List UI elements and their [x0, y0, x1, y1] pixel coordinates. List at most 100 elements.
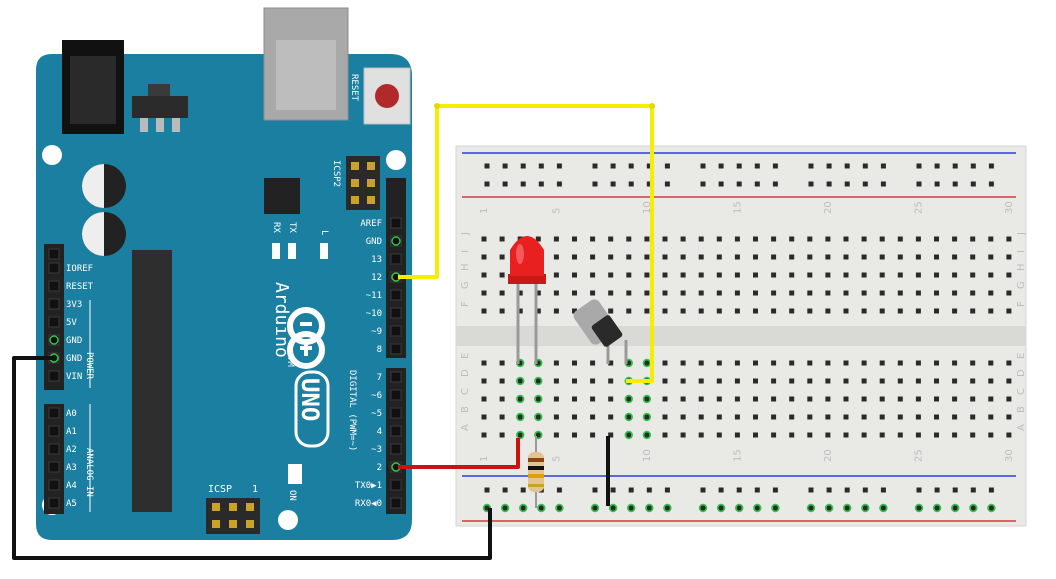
- breadboard-hole: [626, 396, 632, 402]
- rail-hole-active: [555, 503, 564, 513]
- breadboard-hole: [771, 254, 777, 260]
- breadboard-hole: [572, 360, 577, 366]
- rail-hole: [592, 505, 598, 511]
- row-letter: E: [1016, 353, 1027, 359]
- breadboard-hole: [789, 290, 795, 296]
- power-pin-label: IOREF: [66, 264, 93, 274]
- breadboard-hole-active: [534, 394, 543, 404]
- breadboard-hole: [934, 432, 939, 438]
- rail-hole-active: [537, 503, 546, 513]
- breadboard-hole: [590, 254, 596, 260]
- breadboard-hole: [535, 378, 541, 384]
- breadboard-hole: [553, 414, 559, 420]
- rail-hole-active: [608, 503, 618, 513]
- breadboard-hole: [698, 254, 704, 260]
- row-letter: F: [1016, 301, 1027, 307]
- breadboard-hole: [825, 290, 831, 296]
- breadboard-hole: [644, 236, 650, 242]
- breadboard-hole: [662, 360, 668, 366]
- rail-hole: [862, 487, 868, 493]
- column-number: 30: [1004, 201, 1015, 214]
- breadboard-hole: [825, 378, 831, 384]
- digital-pin-label: ~5: [371, 409, 382, 419]
- rail-hole: [880, 163, 886, 169]
- breadboard-hole: [970, 254, 976, 260]
- breadboard-hole: [481, 432, 487, 438]
- breadboard-hole: [572, 396, 577, 402]
- rail-hole: [754, 505, 760, 511]
- breadboard-hole: [934, 308, 939, 314]
- row-letter: G: [1016, 281, 1027, 289]
- rail-hole: [718, 181, 724, 187]
- regulator-pin: [172, 118, 180, 132]
- breadboard-hole: [608, 360, 614, 366]
- breadboard-hole: [789, 432, 795, 438]
- column-number: 25: [913, 449, 924, 462]
- breadboard-hole: [843, 360, 849, 366]
- reset-button-cap[interactable]: [375, 84, 399, 108]
- header-pin: [48, 370, 60, 382]
- breadboard-hole: [1006, 414, 1012, 420]
- digital-pin-label: 4: [377, 427, 382, 437]
- rail-hole: [754, 487, 760, 493]
- breadboard-hole: [535, 290, 541, 296]
- breadboard-hole: [499, 308, 505, 314]
- voltage-regulator: [132, 96, 188, 118]
- breadboard-hole: [915, 378, 921, 384]
- rail-hole: [502, 505, 508, 511]
- breadboard-hole: [825, 432, 831, 438]
- header-pin: [48, 334, 60, 346]
- breadboard-hole: [843, 254, 849, 260]
- breadboard-hole: [481, 378, 487, 384]
- digital-pin-label: 8: [377, 345, 382, 355]
- breadboard-hole: [662, 254, 668, 260]
- rail-hole: [826, 181, 832, 187]
- breadboard-hole: [644, 272, 650, 278]
- breadboard-hole: [1006, 396, 1012, 402]
- breadboard-hole: [590, 378, 596, 384]
- row-letter: G: [460, 281, 471, 289]
- header-pin: [48, 280, 60, 292]
- breadboard-hole: [680, 308, 686, 314]
- breadboard-hole: [716, 290, 722, 296]
- breadboard-hole: [499, 236, 505, 242]
- mounting-hole: [42, 145, 62, 165]
- icsp-pin: [212, 520, 220, 528]
- breadboard-hole: [771, 378, 777, 384]
- uno-badge: [294, 370, 330, 448]
- rail-hole: [628, 163, 634, 169]
- icsp2-pin: [367, 162, 375, 170]
- breadboard-hole: [879, 290, 885, 296]
- l-led: [320, 243, 328, 259]
- breadboard-hole: [771, 236, 777, 242]
- rail-hole: [736, 163, 742, 169]
- breadboard-hole: [608, 272, 614, 278]
- breadboard-hole-active: [515, 430, 525, 440]
- led-red: [508, 236, 546, 364]
- breadboard-hole: [879, 378, 885, 384]
- breadboard-hole-active: [642, 394, 652, 404]
- breadboard-hole: [590, 272, 596, 278]
- icsp-pin: [229, 503, 237, 511]
- breadboard-hole: [608, 254, 614, 260]
- breadboard-hole: [734, 396, 740, 402]
- breadboard-hole: [499, 254, 505, 260]
- breadboard-hole: [807, 308, 813, 314]
- digital-pin-label: 7: [377, 373, 382, 383]
- breadboard-hole: [680, 236, 686, 242]
- breadboard-hole: [970, 236, 976, 242]
- breadboard-hole: [572, 378, 577, 384]
- rail-hole: [934, 181, 940, 187]
- breadboard-hole: [970, 290, 976, 296]
- row-letter: F: [460, 301, 471, 307]
- breadboard-hole: [988, 254, 994, 260]
- header-pin: [390, 289, 402, 301]
- breadboard-hole: [680, 254, 686, 260]
- power-label: POWER: [84, 352, 94, 380]
- row-letter: H: [460, 263, 471, 271]
- breadboard-hole: [481, 308, 487, 314]
